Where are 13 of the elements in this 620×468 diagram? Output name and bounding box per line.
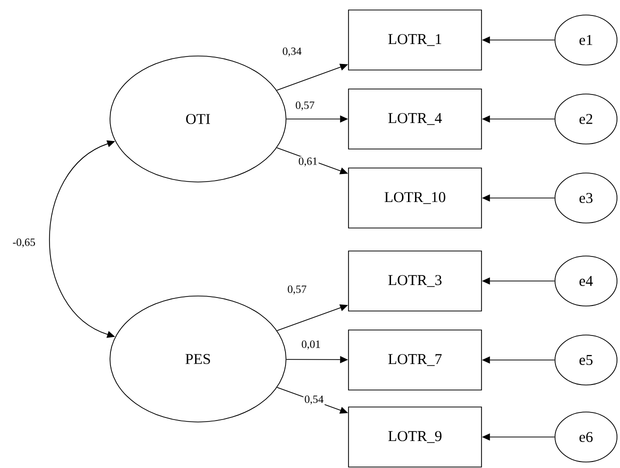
edge-label: 0,61 [297, 156, 319, 168]
indicator-box: LOTR_10 [348, 168, 482, 228]
indicator-box: LOTR_3 [348, 250, 482, 312]
edge-label: 0,57 [294, 100, 316, 112]
edge-label: 0,54 [303, 394, 325, 406]
edge-label: 0,57 [286, 284, 308, 296]
edge-label: 0,01 [300, 340, 322, 350]
edge-label: -0,65 [12, 238, 36, 248]
indicator-box: LOTR_1 [348, 10, 482, 70]
edge-label: 0,34 [281, 46, 303, 58]
indicator-box: LOTR_7 [348, 330, 482, 390]
indicator-box: LOTR_4 [348, 88, 482, 150]
indicator-box: LOTR_9 [348, 406, 482, 468]
